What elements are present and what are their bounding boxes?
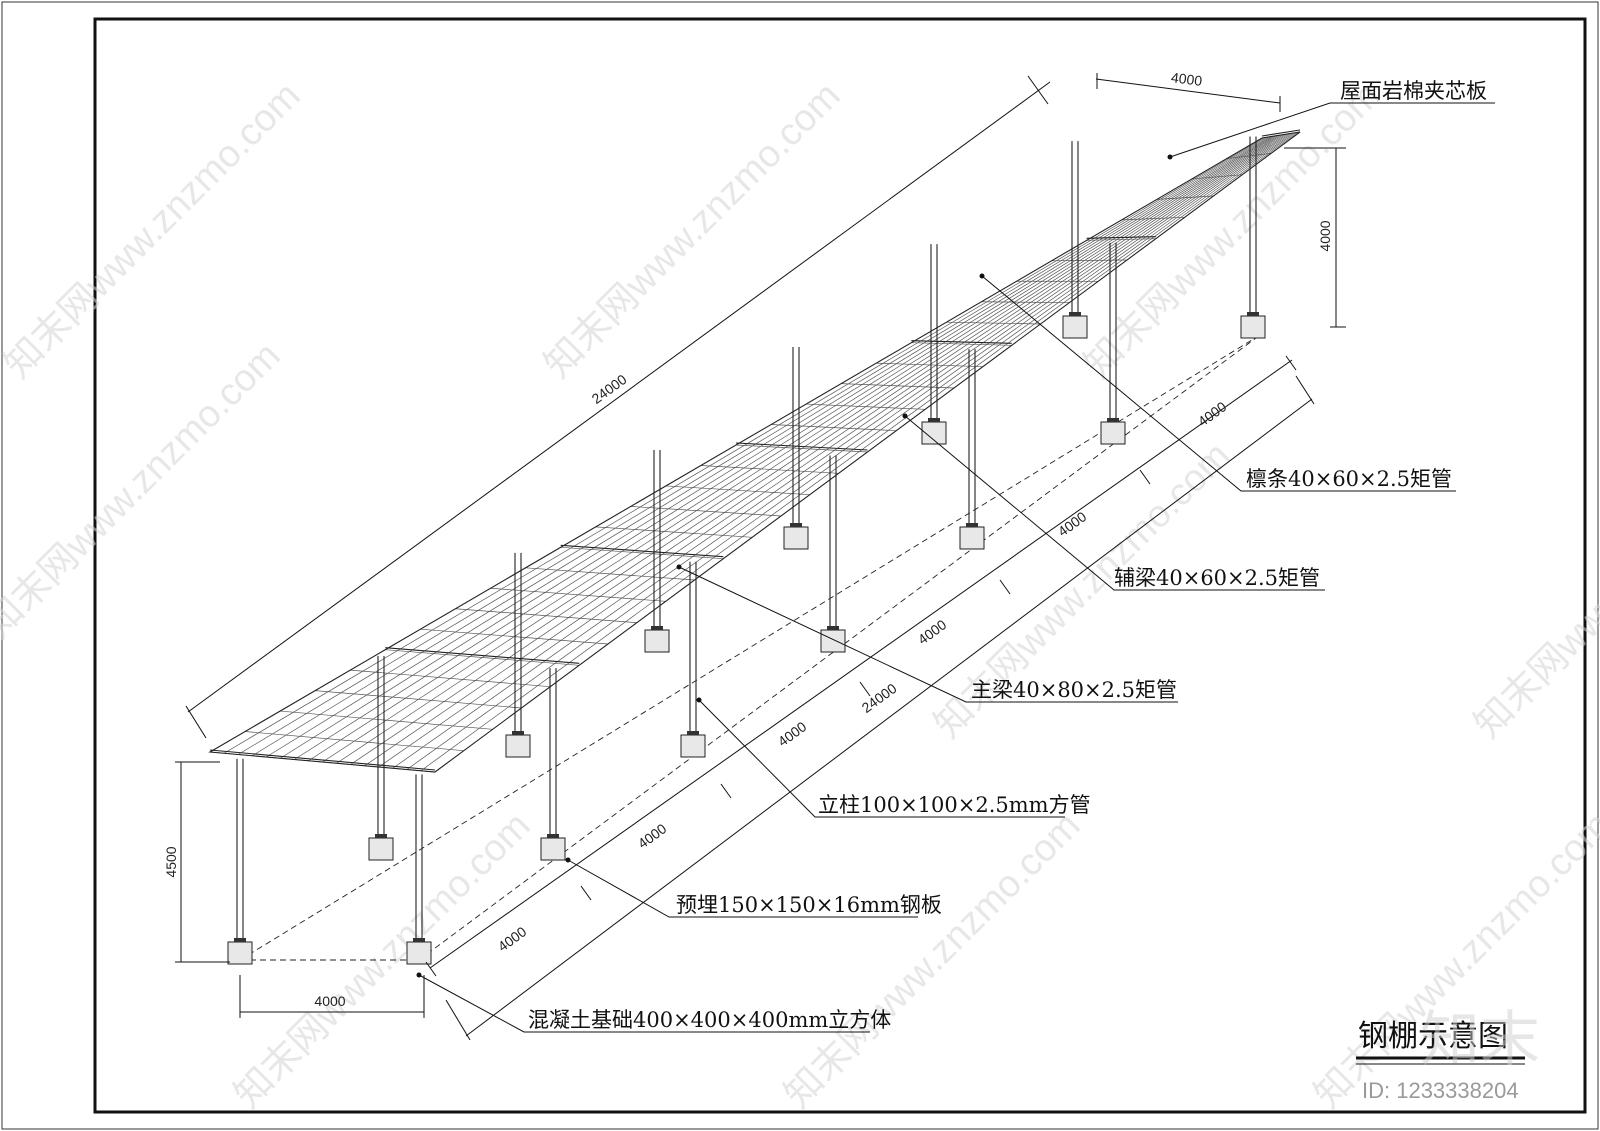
dim-overall-length-top: 24000	[589, 371, 630, 407]
watermark-logo: 知末	[1420, 1006, 1540, 1073]
concrete-foundation	[783, 526, 809, 550]
callout-main-beam: 主梁40×80×2.5矩管	[971, 678, 1177, 702]
concrete-foundation	[820, 629, 846, 653]
concrete-foundation	[959, 526, 985, 550]
rib-line	[911, 342, 1012, 346]
callout-column: 立柱100×100×2.5mm方管	[818, 793, 1091, 817]
dim-bay-4: 4000	[915, 616, 950, 647]
watermark-text: 知末网www.znzmo.com	[0, 334, 289, 646]
rib-line	[315, 690, 522, 709]
embedded-plate	[687, 731, 699, 735]
rib-line	[525, 567, 695, 581]
dim-bay-1: 4000	[495, 923, 530, 954]
embedded-plate	[966, 523, 978, 527]
rib-line	[771, 424, 897, 432]
dim-bay-6: 4000	[1195, 398, 1230, 429]
rib-line	[841, 383, 955, 389]
dimension-lines	[175, 73, 1346, 1041]
concrete-foundation	[680, 734, 706, 758]
embedded-plate	[375, 834, 387, 838]
embedded-plate	[547, 834, 559, 838]
rib-line	[1156, 195, 1214, 200]
watermark-text: 知末网www.znzmo.com	[1467, 434, 1600, 746]
rib-line	[630, 506, 782, 517]
image-id: ID: 1233338204	[1362, 1078, 1519, 1103]
dim-bay-3: 4000	[775, 718, 810, 749]
concrete-foundation	[1240, 315, 1266, 339]
rib-line	[946, 321, 1041, 325]
purlins	[209, 131, 1301, 773]
concrete-foundation	[505, 734, 531, 758]
main-beam	[560, 544, 724, 558]
columns	[236, 136, 1257, 942]
callout-purlin: 檩条40×60×2.5矩管	[1246, 467, 1452, 491]
callout-secondary-beam: 辅梁40×60×2.5矩管	[1114, 566, 1320, 590]
callout-roof-panel: 屋面岩棉夹芯板	[1340, 79, 1487, 103]
embedded-plate	[928, 418, 940, 422]
concrete-foundation	[406, 941, 432, 965]
rib-line	[490, 587, 666, 602]
rib-line	[560, 546, 724, 560]
concrete-foundation	[644, 629, 670, 653]
embedded-plate	[827, 626, 839, 630]
dim-bay-2: 4000	[635, 820, 670, 851]
rib-line	[735, 444, 868, 453]
rib-line	[245, 731, 464, 752]
dim-column-height: 4500	[163, 846, 179, 877]
rib-line	[665, 485, 810, 496]
rib-line	[700, 465, 839, 474]
callout-foundation: 混凝土基础400×400×400mm立方体	[528, 1008, 891, 1032]
rib-line	[420, 628, 609, 645]
embedded-plate	[234, 938, 246, 942]
concrete-foundation	[1100, 421, 1126, 445]
main-beam	[735, 442, 868, 451]
embedded-plate	[512, 731, 524, 735]
concrete-foundation	[368, 837, 394, 861]
embedded-plate	[651, 626, 663, 630]
concrete-foundation	[227, 941, 253, 965]
rib-line	[385, 649, 580, 666]
rib-line	[595, 526, 753, 538]
embedded-plate	[1069, 312, 1081, 316]
main-beam	[911, 340, 1012, 344]
main-beam	[209, 749, 436, 771]
rib-line	[876, 362, 983, 368]
rib-line	[1121, 216, 1185, 221]
concrete-foundation	[540, 837, 566, 861]
concrete-foundation	[1062, 315, 1088, 339]
dim-roof-width: 4000	[1170, 69, 1203, 89]
callout-embedded-plate: 预埋150×150×16mm钢板	[676, 893, 942, 917]
dim-base-width: 4000	[314, 993, 345, 1009]
embedded-plate	[413, 938, 425, 942]
rib-line	[280, 710, 493, 730]
watermark-text: 知末网www.znzmo.com	[777, 804, 1089, 1116]
dim-roof-height: 4000	[1317, 220, 1333, 251]
dim-overall-length-bottom: 24000	[859, 680, 900, 716]
rib-line	[1226, 152, 1272, 159]
rib-line	[981, 301, 1070, 304]
leader-lines	[416, 102, 1495, 1033]
embedded-plate	[1107, 418, 1119, 422]
roof-frame	[208, 129, 1301, 773]
watermark-text: 知末网www.znzmo.com	[537, 74, 849, 386]
rib-line	[1051, 259, 1128, 262]
drawing-frame	[93, 17, 1587, 1114]
foundations	[227, 312, 1266, 965]
main-beam	[1086, 236, 1156, 239]
embedded-plate	[790, 523, 802, 527]
rib-line	[806, 403, 926, 410]
rib-line	[1191, 174, 1243, 180]
rib-line	[455, 608, 637, 624]
main-beam	[385, 647, 580, 664]
embedded-plate	[1247, 312, 1259, 316]
drawing-title: 钢棚示意图	[1358, 1019, 1508, 1054]
rib-line	[1086, 238, 1156, 241]
roof-outline	[208, 131, 1301, 773]
dim-bay-5: 4000	[1055, 508, 1090, 539]
main-beam	[1261, 129, 1301, 137]
